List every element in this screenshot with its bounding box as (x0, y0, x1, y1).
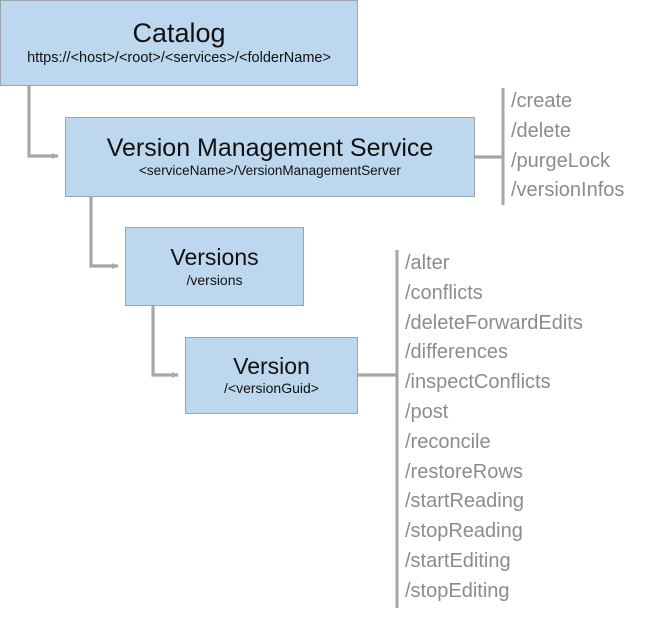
node-version-title: Version (233, 353, 310, 380)
operation-item[interactable]: /startEditing (405, 549, 511, 572)
operation-item[interactable]: /inspectConflicts (405, 371, 551, 394)
connector-versions-to-version (151, 306, 179, 378)
node-version-management-service-title: Version Management Service (106, 133, 434, 162)
operation-item[interactable]: /deleteForwardEdits (405, 311, 583, 334)
node-catalog-subtitle: https://<host>/<root>/<services>/<folder… (27, 50, 331, 67)
operation-list-version: /alter/conflicts/deleteForwardEdits/diff… (405, 249, 583, 607)
operation-item[interactable]: /purgeLock (511, 149, 610, 172)
operation-item[interactable]: /versionInfos (511, 179, 625, 202)
node-version-subtitle: /<versionGuid> (224, 380, 319, 397)
node-catalog-title: Catalog (132, 17, 226, 48)
connector-catalog-to-vms (27, 86, 59, 159)
operation-item[interactable]: /stopEditing (405, 579, 510, 602)
operation-item[interactable]: /create (511, 90, 573, 112)
node-version[interactable]: Version /<versionGuid> (185, 337, 358, 414)
operation-item[interactable]: /alter (405, 252, 450, 274)
node-version-management-service-subtitle: <serviceName>/VersionManagementServer (139, 163, 401, 179)
operation-item[interactable]: /reconcile (405, 430, 491, 453)
operation-item[interactable]: /conflicts (405, 281, 483, 304)
operation-item[interactable]: /post (405, 400, 449, 423)
operation-list-vms: /create/delete/purgeLock/versionInfos (511, 87, 624, 206)
operation-item[interactable]: /differences (405, 341, 509, 364)
node-versions[interactable]: Versions /versions (125, 227, 304, 306)
connector-vms-to-versions (89, 197, 119, 269)
operation-item[interactable]: /stopReading (405, 520, 523, 543)
operation-item[interactable]: /delete (511, 119, 572, 142)
node-catalog[interactable]: Catalog https://<host>/<root>/<services>… (0, 0, 358, 86)
operation-item[interactable]: /startReading (405, 490, 524, 513)
operation-item[interactable]: /restoreRows (405, 460, 523, 483)
node-versions-subtitle: /versions (186, 271, 243, 288)
node-versions-title: Versions (170, 243, 259, 270)
node-version-management-service[interactable]: Version Management Service <serviceName>… (65, 117, 475, 197)
